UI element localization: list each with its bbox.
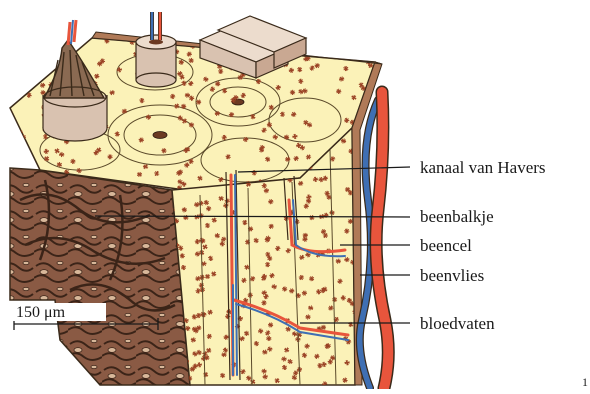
label-periosteum: beenvlies bbox=[420, 266, 484, 285]
scale-bar-label: 150 μm bbox=[16, 304, 66, 321]
bone-cell-mark bbox=[218, 177, 223, 182]
bone-cell-mark bbox=[282, 286, 287, 291]
label-bone-cell: beencel bbox=[420, 236, 472, 255]
bone-cell-mark bbox=[161, 148, 166, 153]
bone-cell-mark bbox=[14, 157, 19, 162]
bone-cell-mark bbox=[15, 88, 20, 93]
bone-cell-mark bbox=[344, 229, 349, 234]
label-haversian-canal: kanaal van Havers bbox=[420, 158, 546, 177]
bone-cell-mark bbox=[47, 60, 52, 65]
label-blood-vessels: bloedvaten bbox=[420, 314, 495, 333]
bone-cell-mark bbox=[17, 68, 22, 73]
bone-cell-mark bbox=[341, 52, 346, 57]
bone-cell-mark bbox=[189, 58, 194, 63]
bone-cell-mark bbox=[38, 39, 43, 44]
spongy-bone-region bbox=[10, 168, 190, 385]
bone-cell-mark bbox=[375, 40, 380, 45]
bone-cell-mark bbox=[189, 159, 194, 164]
osteon-cylinder bbox=[136, 12, 176, 87]
bone-cell-mark bbox=[11, 153, 16, 158]
bone-cell-mark bbox=[38, 46, 43, 51]
bone-cell-mark bbox=[269, 105, 274, 110]
bone-cell-mark bbox=[22, 41, 27, 46]
label-trabecula: beenbalkje bbox=[420, 207, 494, 226]
bone-cell-mark bbox=[46, 38, 51, 43]
bone-cell-mark bbox=[122, 109, 127, 114]
bone-cell-mark bbox=[202, 351, 207, 356]
bone-cell-mark bbox=[204, 355, 209, 360]
bone-cell-mark bbox=[34, 70, 39, 75]
bone-cell-mark bbox=[196, 325, 201, 330]
bone-cell-mark bbox=[115, 131, 120, 136]
bone-cell-mark bbox=[57, 38, 62, 43]
bone-cell-mark bbox=[321, 325, 326, 330]
bone-cell-mark bbox=[342, 378, 347, 383]
bone-cell-mark bbox=[212, 218, 217, 223]
page-number: 1 bbox=[582, 375, 588, 389]
bone-cell-mark bbox=[186, 37, 191, 42]
bone-cell-mark bbox=[181, 104, 186, 109]
bone-cell-mark bbox=[322, 40, 327, 45]
bone-cell-mark bbox=[197, 350, 202, 355]
bone-cell-mark bbox=[314, 354, 319, 359]
bone-cell-mark bbox=[284, 135, 289, 140]
bone-cell-mark bbox=[208, 310, 213, 315]
bone-cell-mark bbox=[261, 300, 266, 305]
bone-cell-mark bbox=[39, 61, 44, 66]
bone-cell-mark bbox=[94, 74, 99, 79]
bone-cell-mark bbox=[47, 45, 52, 50]
periosteal-vessels bbox=[360, 92, 388, 388]
bone-cell-mark bbox=[359, 36, 364, 41]
bone-cell-mark bbox=[221, 237, 226, 242]
bone-cell-mark bbox=[367, 48, 372, 53]
bone-cell-mark bbox=[36, 53, 41, 58]
bone-cell-mark bbox=[267, 385, 272, 389]
bone-cell-mark bbox=[29, 75, 34, 80]
bone-cell-mark bbox=[241, 278, 246, 283]
bone-cell-mark bbox=[346, 54, 351, 59]
bone-cell-mark bbox=[14, 64, 19, 69]
bone-cell-mark bbox=[269, 273, 274, 278]
bone-cell-mark bbox=[10, 91, 15, 96]
bone-cell-mark bbox=[39, 68, 44, 73]
bone-cell-mark bbox=[229, 112, 234, 117]
